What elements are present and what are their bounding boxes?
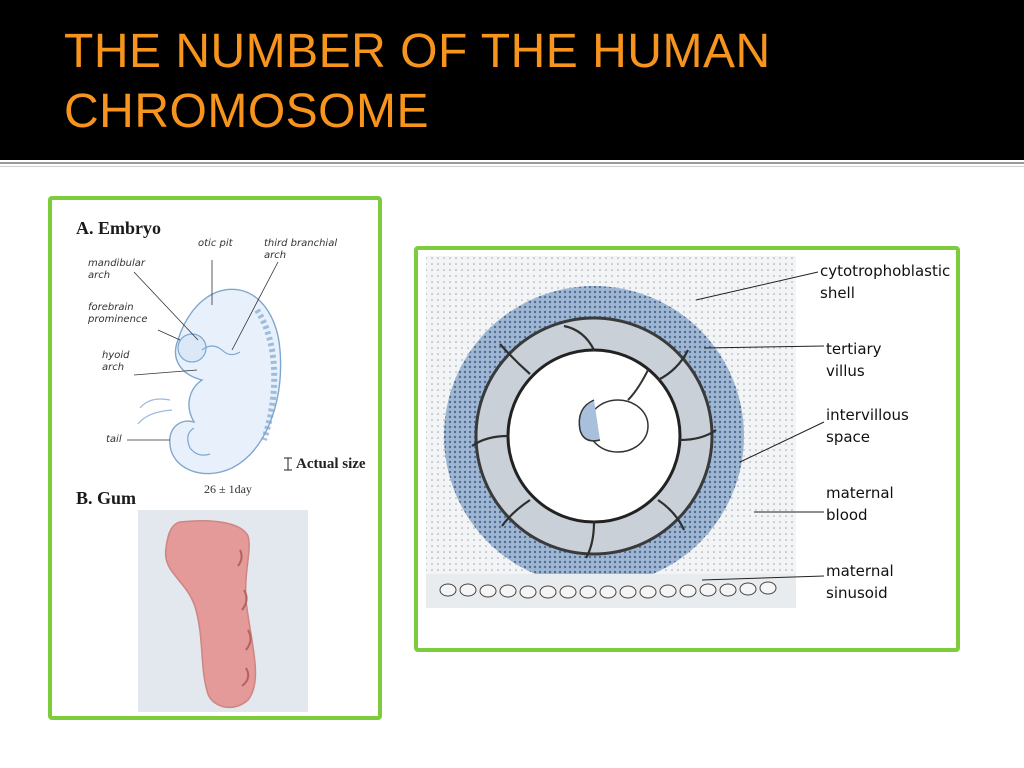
label-otic-pit: otic pit (198, 238, 233, 249)
slide-title: THE NUMBER OF THE HUMAN CHROMOSOME (64, 22, 964, 142)
label-tail: tail (106, 434, 122, 445)
title-bar: THE NUMBER OF THE HUMAN CHROMOSOME (0, 0, 1024, 160)
title-divider-thin (0, 166, 1024, 167)
section-b-label: B. Gum (76, 488, 137, 508)
title-divider (0, 162, 1024, 164)
label-mandibular-arch: mandibular arch (88, 258, 146, 281)
label-maternal-sinusoid: maternal sinusoid (826, 562, 894, 602)
slide-title-line-1: THE NUMBER OF THE HUMAN (64, 25, 771, 78)
placenta-figure-frame: cytotrophoblastic shell tertiary villus … (414, 246, 960, 652)
gum-shape (164, 520, 257, 709)
actual-size-label: Actual size (296, 456, 366, 472)
label-intervillous-space: intervillous space (826, 406, 909, 446)
placenta-illustration (426, 256, 825, 608)
slide-title-line-2: CHROMOSOME (64, 85, 429, 138)
embryo-age-label: 26 ± 1day (204, 482, 252, 496)
section-a-label: A. Embryo (76, 218, 161, 238)
label-cytotrophoblastic-shell: cytotrophoblastic shell (820, 262, 951, 302)
label-third-branchial-arch: third branchial arch (264, 238, 338, 261)
label-maternal-blood: maternal blood (826, 484, 894, 524)
label-hyoid-arch: hyoid arch (102, 350, 130, 373)
label-forebrain-prominence: forebrain prominence (88, 302, 148, 325)
embryo-illustration (127, 260, 292, 475)
embryo-gum-figure-frame: A. Embryo otic pit third branchial arch … (48, 196, 382, 720)
label-tertiary-villus: tertiary villus (826, 340, 882, 380)
gum-photo (138, 510, 308, 712)
